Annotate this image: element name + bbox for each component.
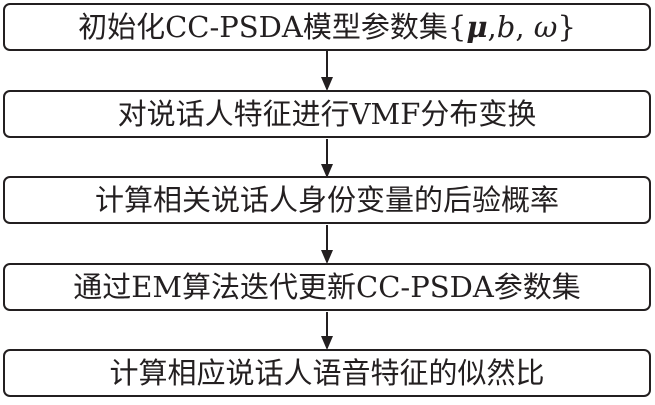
step-4-text: 通过EM算法迭代更新CC-PSDA参数集 bbox=[73, 269, 581, 304]
brace-close: } bbox=[557, 9, 576, 44]
step-4-box: 通过EM算法迭代更新CC-PSDA参数集 bbox=[3, 263, 651, 311]
comma: , bbox=[515, 9, 534, 44]
step-3-text: 计算相关说话人身份变量的后验概率 bbox=[94, 182, 559, 217]
parameter-set-formula: {μ,b, ω} bbox=[447, 9, 576, 44]
comma: , bbox=[487, 9, 497, 44]
arrow-down-icon bbox=[321, 51, 333, 91]
step-2-box: 对说话人特征进行VMF分布变换 bbox=[3, 90, 651, 138]
step-3-box: 计算相关说话人身份变量的后验概率 bbox=[3, 176, 651, 224]
step-5-text: 计算相应说话人语音特征的似然比 bbox=[109, 355, 545, 390]
step-1-box: 初始化CC-PSDA模型参数集{μ,b, ω} bbox=[3, 3, 651, 51]
arrow-down-icon bbox=[321, 139, 333, 178]
step-2-text: 对说话人特征进行VMF分布变换 bbox=[117, 96, 537, 131]
mu-symbol: μ bbox=[466, 9, 488, 44]
arrow-down-icon bbox=[321, 312, 333, 350]
step-5-box: 计算相应说话人语音特征的似然比 bbox=[3, 349, 651, 397]
brace-open: { bbox=[447, 9, 467, 44]
arrow-down-icon bbox=[321, 225, 333, 264]
step-1-text: 初始化CC-PSDA模型参数集 bbox=[78, 9, 448, 44]
b-symbol: b bbox=[496, 9, 516, 44]
omega-symbol: ω bbox=[533, 9, 558, 44]
